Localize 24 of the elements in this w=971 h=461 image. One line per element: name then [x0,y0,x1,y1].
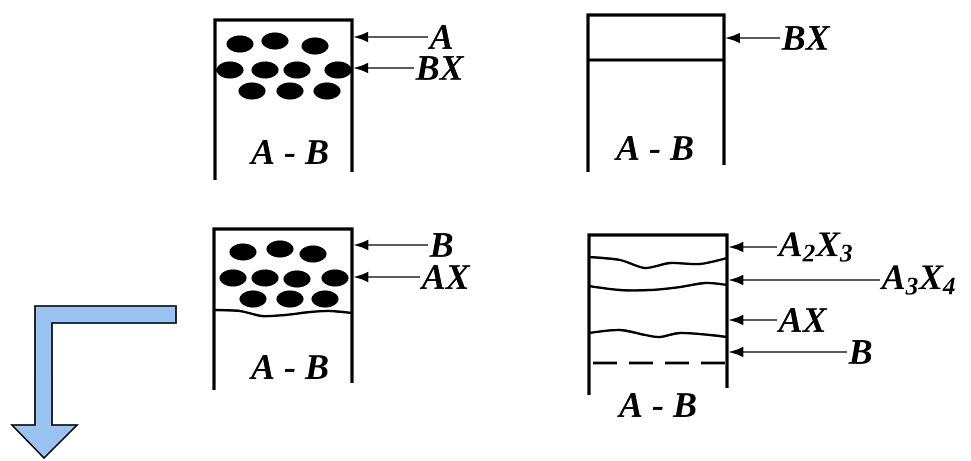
layer-label: B [429,233,452,257]
layer-label: AX [420,265,470,289]
leader-line [356,272,420,282]
layer-label: A$_{2}$X$_{3}$ [776,232,852,262]
layer-label: B [848,340,872,364]
layer-label: AX [776,308,828,332]
leader-line [730,347,847,357]
container-drawing: A - B [586,13,726,172]
node-label: A - B [249,355,328,379]
leader-line [730,275,880,285]
leader-line [356,240,428,250]
leader-line [730,242,777,252]
leader-line [355,32,428,42]
container-drawing: A - B [587,233,729,417]
container-drawing: A - B [213,18,354,180]
layer-label: BX [415,56,464,80]
leader-line [355,63,414,73]
node-label: A - B [249,140,328,164]
leader-line [730,315,777,325]
leader-line [727,33,780,43]
layer-label: BX [781,26,830,50]
container-drawing: A - B [212,227,354,390]
layer-label: A$_{3}$X$_{4}$ [880,265,955,295]
layer-label: A [428,25,452,49]
